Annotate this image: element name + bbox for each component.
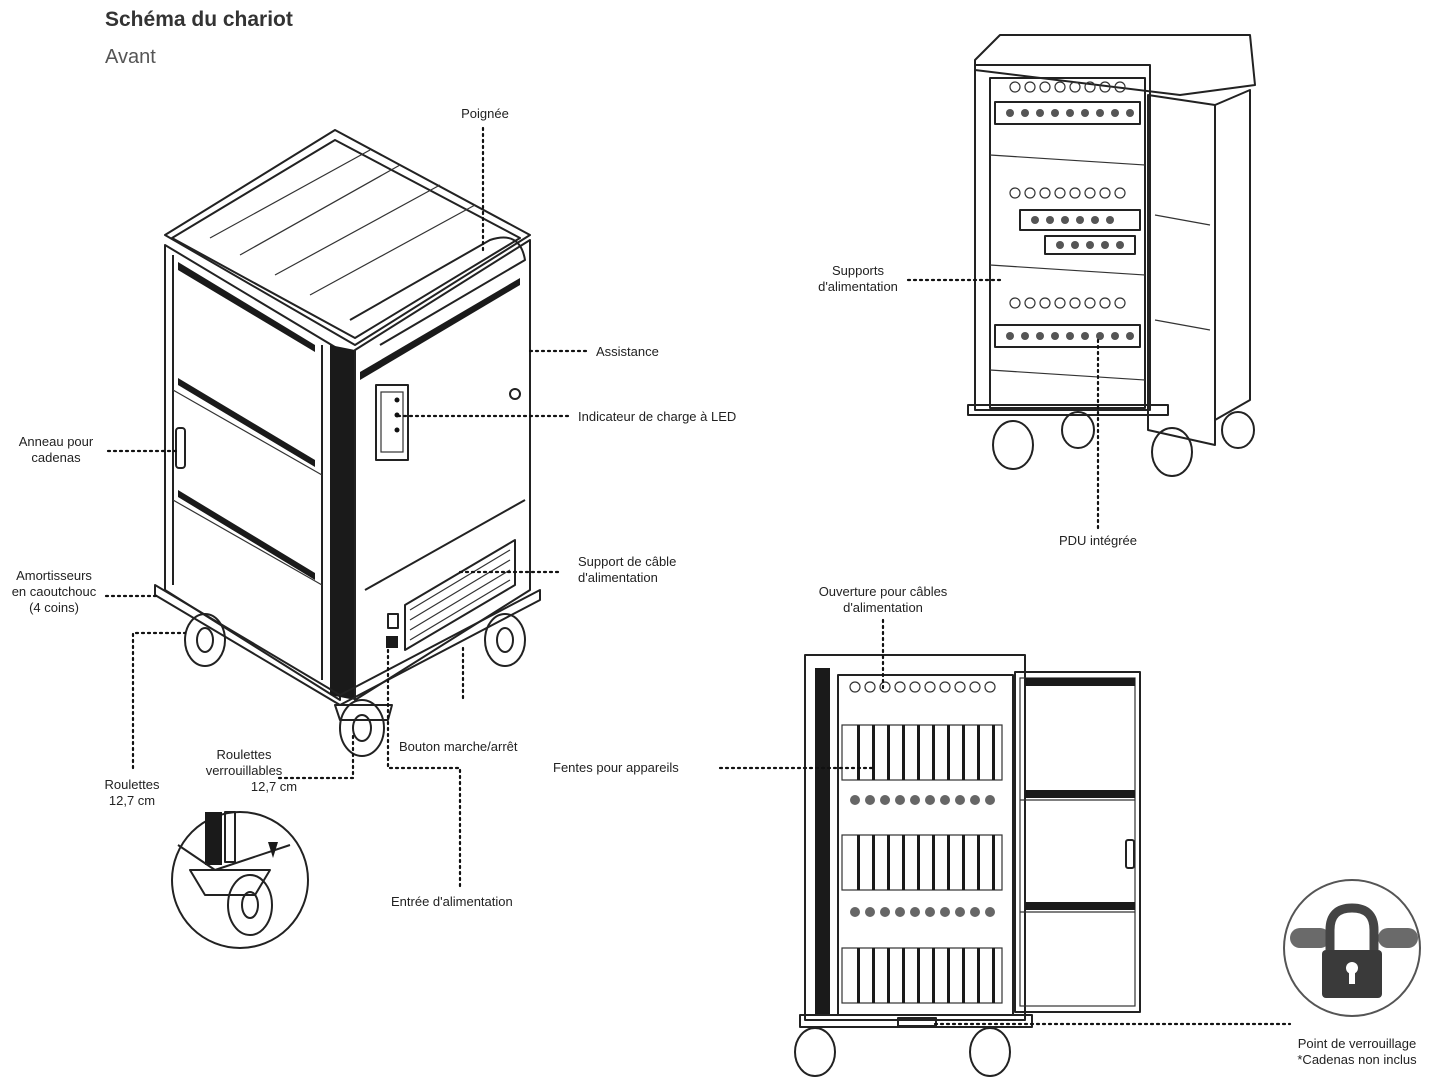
label-point-verr-line2: *Cadenas non inclus [1297,1052,1417,1067]
label-roulettes-verr-line2: verrouillables [205,763,283,778]
locking-caster-zoom [171,811,309,949]
label-roulettes-line1: Roulettes [104,777,160,792]
label-poignee: Poignée [461,106,509,121]
label-fentes-appareils: Fentes pour appareils [553,760,679,775]
label-roulettes-verr-line3: 12,7 cm [250,779,298,794]
front-cart-illustration [154,129,541,757]
label-amort-line3: (4 coins) [29,600,79,615]
label-roulettes-verrouillables: Roulettes verrouillables 12,7 cm [180,747,308,795]
label-ouverture-cables: Ouverture pour câbles d'alimentation [800,584,966,616]
label-anneau-cadenas: Anneau pour cadenas [6,434,106,466]
label-anneau-line2: cadenas [31,450,81,465]
label-point-verr-line1: Point de verrouillage [1297,1036,1417,1051]
label-pdu: PDU intégrée [1058,533,1138,548]
label-roulettes: Roulettes 12,7 cm [92,777,172,809]
label-amortisseurs: Amortisseurs en caoutchouc (4 coins) [4,568,104,616]
label-anneau-line1: Anneau pour [18,434,94,449]
page-subtitle: Avant [105,46,156,68]
padlock-chain-icon [1283,879,1421,1017]
label-support-cable-line1: Support de câble [578,554,677,569]
label-roulettes-line2: 12,7 cm [108,793,156,808]
label-ouverture-line1: Ouverture pour câbles [818,584,948,599]
label-roulettes-verr-line1: Roulettes [216,747,272,762]
page-title: Schéma du chariot [105,8,293,31]
label-supports-alimentation: Supports d'alimentation [806,263,910,295]
label-bouton-marche: Bouton marche/arrêt [399,739,518,754]
label-ouverture-line2: d'alimentation [843,600,923,615]
leader-lines [104,126,1292,1026]
label-support-cable-line2: d'alimentation [578,570,658,585]
label-supports-alim-line2: d'alimentation [818,279,898,294]
label-amort-line1: Amortisseurs [16,568,92,583]
label-entree-alimentation: Entrée d'alimentation [391,894,513,909]
label-point-verrouillage: Point de verrouillage *Cadenas non inclu… [1282,1036,1432,1068]
label-support-cable: Support de câble d'alimentation [578,554,676,586]
label-assistance: Assistance [596,344,659,359]
label-indicateur-charge: Indicateur de charge à LED [578,409,737,424]
label-amort-line2: en caoutchouc [11,584,97,599]
open-cart-top-illustration [967,34,1256,477]
label-supports-alim-line1: Supports [831,263,885,278]
open-cart-front-illustration [794,654,1141,1077]
